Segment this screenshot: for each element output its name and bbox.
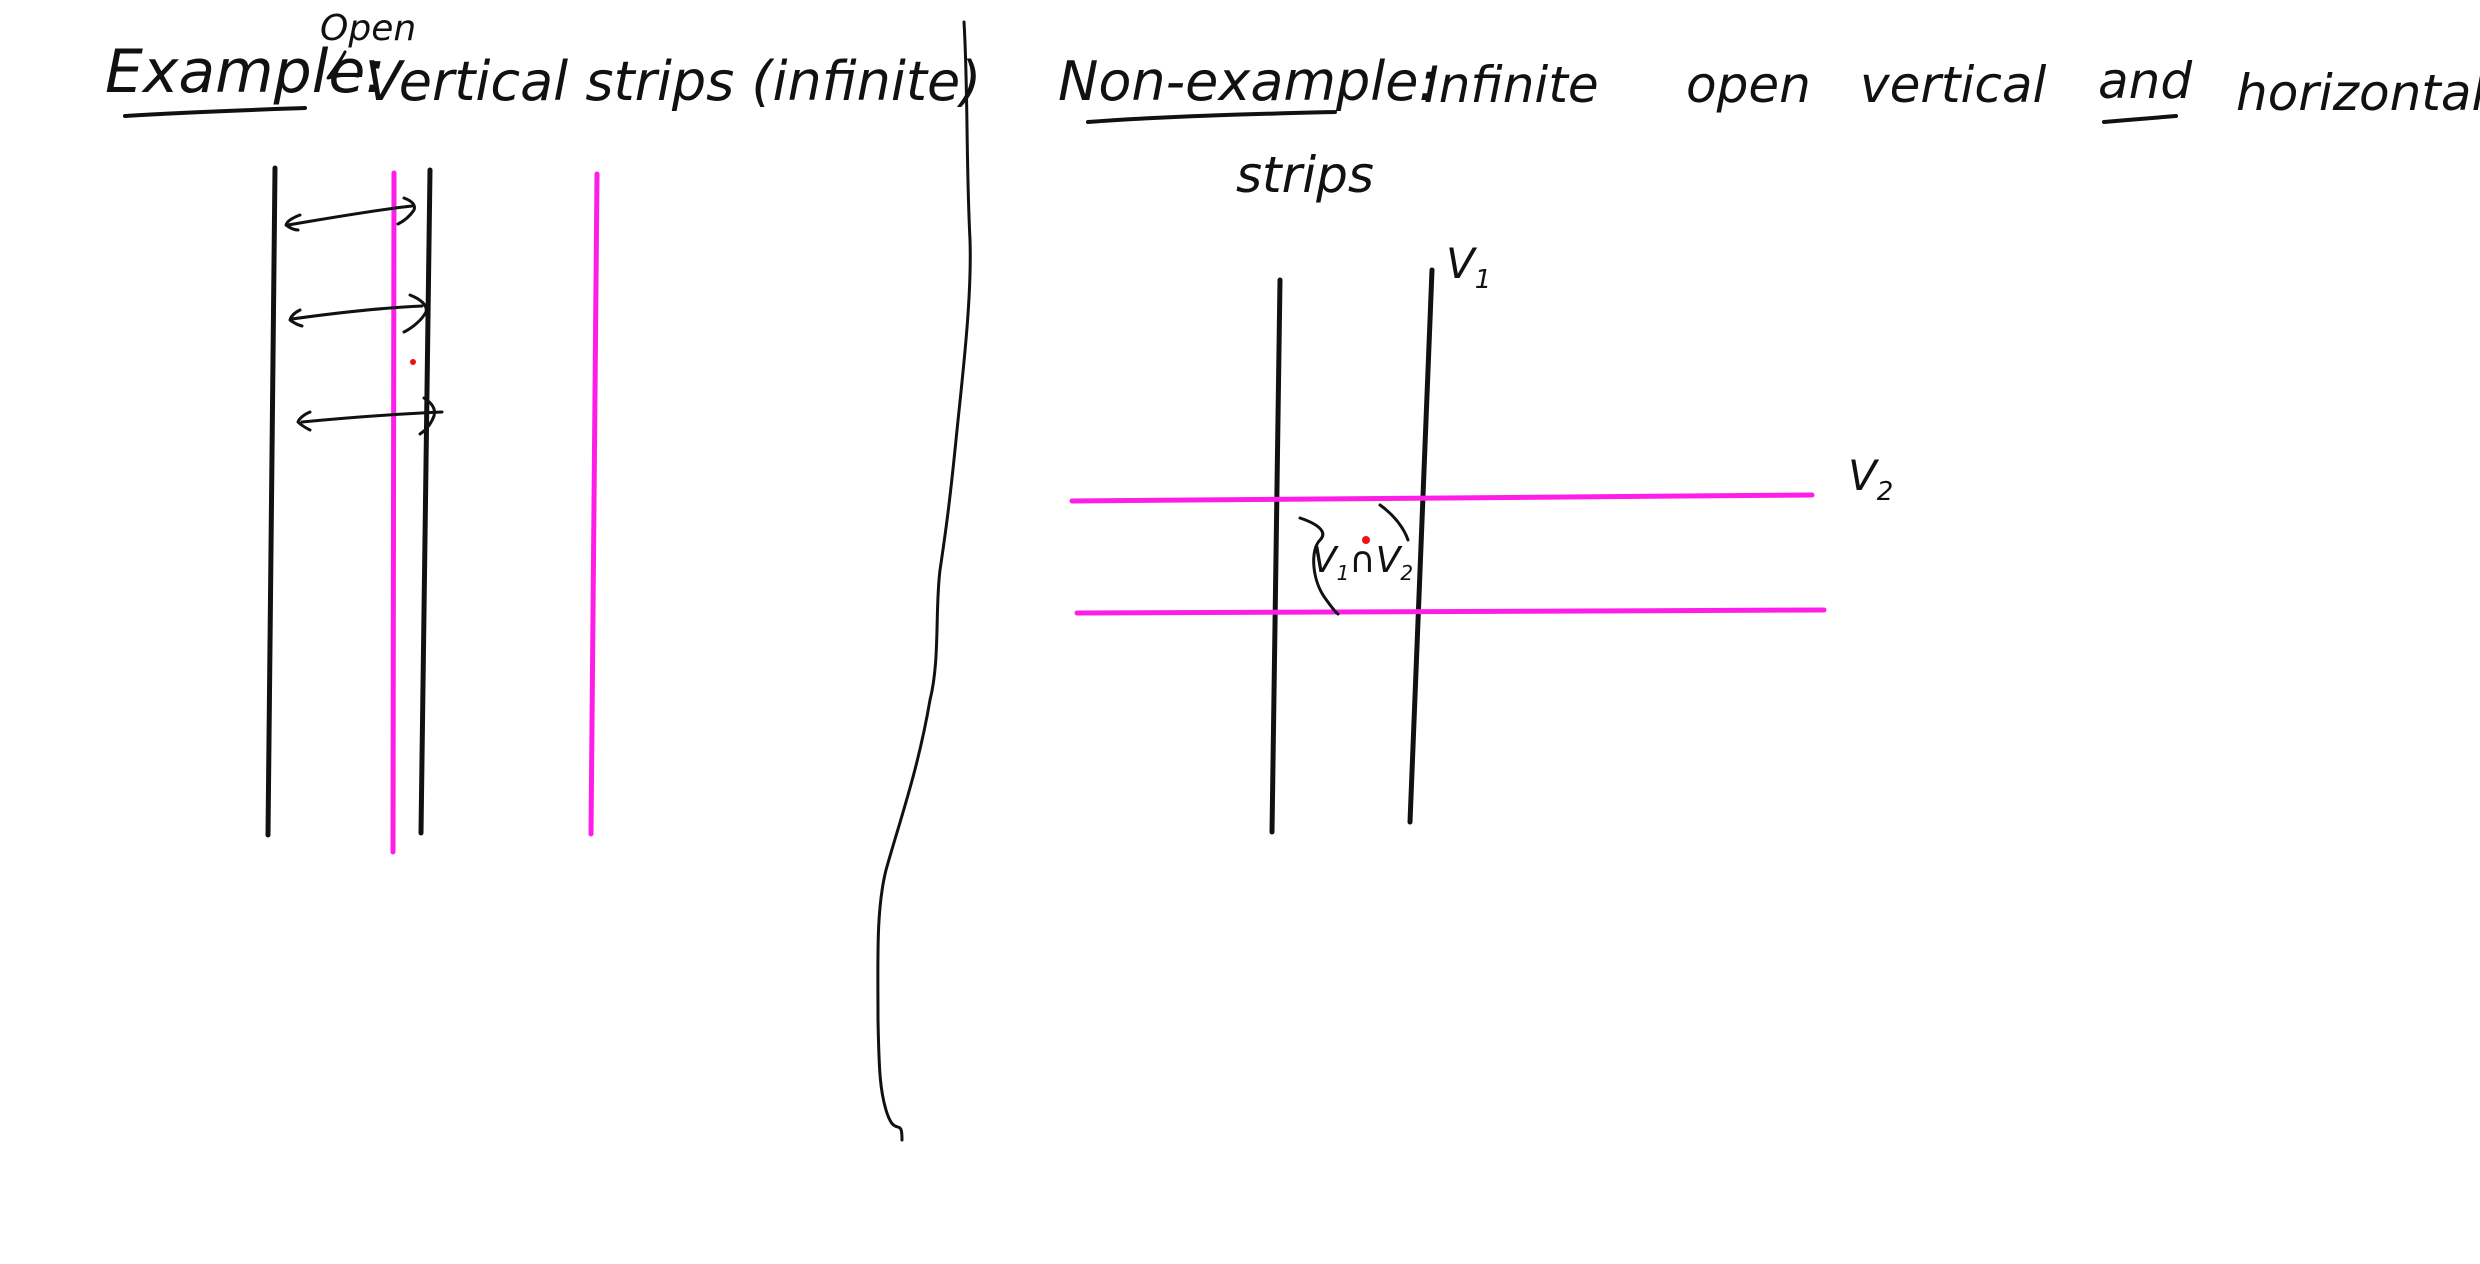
- example-title: Vertical strips (infinite): [365, 50, 981, 113]
- width-arrow-3: [296, 396, 444, 436]
- width-arrow-1: [284, 196, 416, 232]
- non-example-title-word-open: open: [1686, 56, 1811, 114]
- non-example-heading-underline: [1086, 110, 1337, 124]
- non-example-panel: Non-example: Infinite open vertical and …: [1058, 50, 2480, 835]
- example-heading-underline: [123, 106, 307, 118]
- v1-strip-line-left: [1269, 277, 1283, 835]
- v1-strip-line-right: [1407, 267, 1435, 825]
- point-marker-left: [410, 359, 416, 365]
- strip-black-line-right: [418, 167, 433, 836]
- non-example-heading: Non-example:: [1058, 50, 1437, 113]
- point-marker-intersection: [1362, 536, 1370, 544]
- example-heading: Example:: [105, 37, 386, 107]
- label-v2-subscript: 2: [1877, 477, 1894, 507]
- non-example-title-line-2: strips: [1236, 146, 1374, 204]
- insertion-caret: [326, 50, 360, 80]
- non-example-title-word-horizontal: horizontal: [2236, 64, 2480, 122]
- strip-magenta-line-left: [390, 170, 397, 855]
- intersection-label: V1∩V2: [1312, 540, 1413, 585]
- open-insert-label: Open: [320, 8, 416, 49]
- example-panel: Example: Open Vertical strips (infinite): [105, 8, 981, 855]
- non-example-title-word-and: and: [2098, 52, 2192, 110]
- and-underline: [2102, 114, 2178, 124]
- width-arrow-2: [288, 293, 428, 334]
- panel-divider: [876, 20, 972, 1142]
- non-example-title-word-infinite: Infinite: [1424, 56, 1599, 114]
- v2-strip-line-bottom: [1074, 607, 1827, 616]
- intersection-bracket-right: [1378, 503, 1410, 542]
- label-v1-subscript: 1: [1475, 265, 1492, 295]
- v2-strip-line-top: [1069, 492, 1815, 504]
- strip-magenta-line-right: [588, 171, 600, 837]
- label-v2: V2: [1848, 451, 1893, 507]
- label-v1: V1: [1446, 239, 1491, 295]
- intersection-bracket-left: [1298, 516, 1340, 616]
- non-example-title-word-vertical: vertical: [1860, 56, 2047, 114]
- strip-black-line-left: [265, 165, 278, 838]
